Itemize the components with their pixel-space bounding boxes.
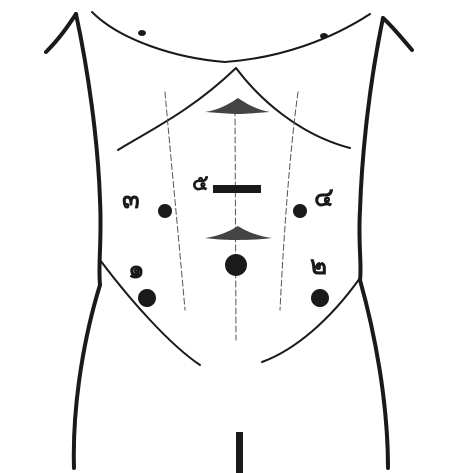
port-dot-2 [311,289,329,307]
port-dots [138,204,329,307]
tendinous-intersections [205,98,272,240]
intersection-upper [205,98,270,114]
camera-bar [213,185,261,193]
intersection-lower [205,226,272,240]
rib-left [100,260,200,365]
port-label-2: ๒ [310,251,327,281]
rectus-left [165,92,185,310]
port-dot-3 [158,204,172,218]
camera-label: ๕ [192,171,209,196]
port-label-4: ๔ [314,183,334,213]
right-shoulder [383,18,412,50]
left-flank [74,14,101,468]
chest-marks [138,30,328,39]
left-nipple [138,30,146,36]
camera-port: ๕ [192,171,261,196]
port-dot-1 [138,289,156,307]
rectus-lines [165,92,298,340]
neck-line [92,12,370,62]
right-nipple [320,33,328,39]
port-label-3: ๓ [122,185,140,215]
port-label-1: ๑ [128,255,145,285]
midline-bottom-mark [236,432,243,473]
torso-outline [46,12,412,468]
right-flank [359,18,388,468]
port-dot-4 [293,204,307,218]
linea-alba [235,110,236,340]
port-dot-center [225,254,247,276]
rib-right [262,278,360,362]
left-shoulder [46,14,76,52]
